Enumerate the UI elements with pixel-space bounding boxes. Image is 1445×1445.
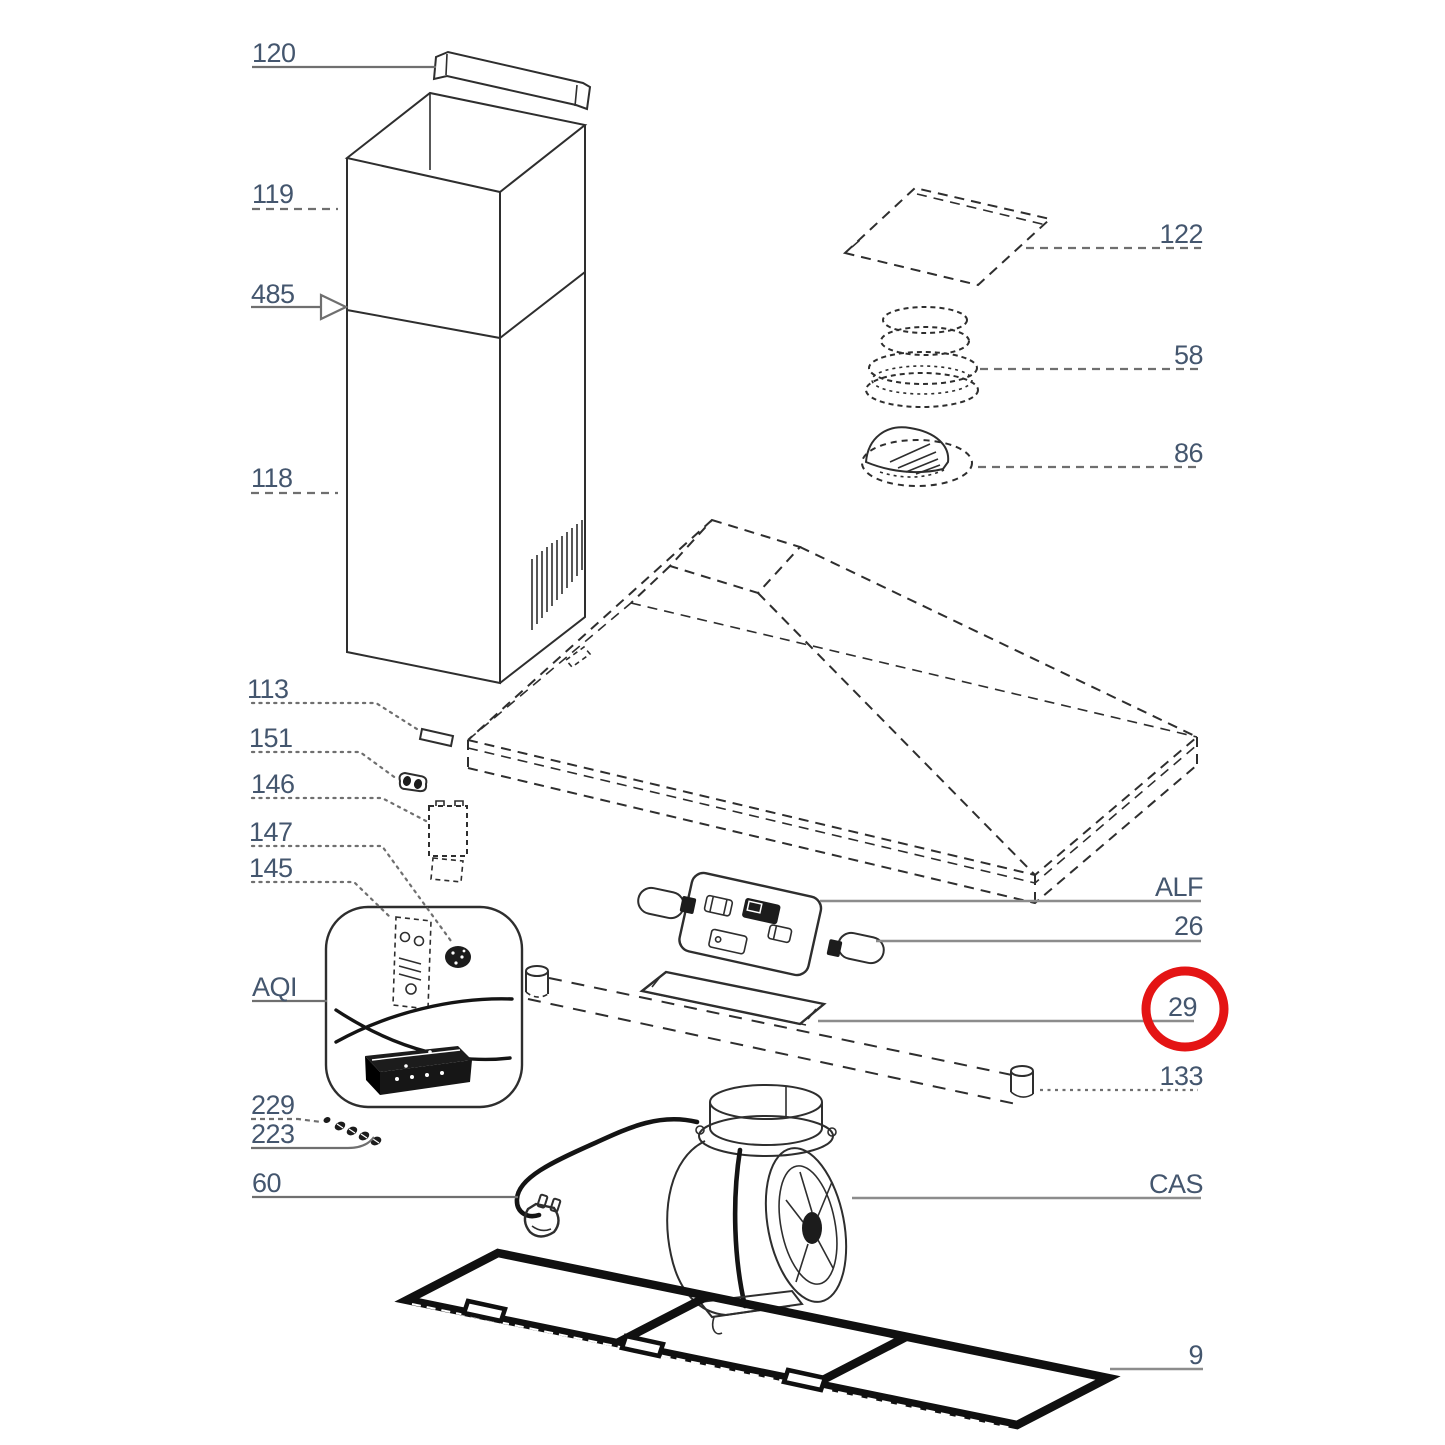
part-lamp-holder xyxy=(398,771,428,793)
part-top-cover-plate xyxy=(842,186,1053,287)
highlight-circle-29 xyxy=(1141,966,1229,1052)
callout-26: 26 xyxy=(1174,911,1203,941)
callout-cas: CAS xyxy=(1149,1169,1203,1199)
callout-133: 133 xyxy=(1159,1061,1203,1091)
part-screw-set xyxy=(323,1117,382,1146)
callout-485: 485 xyxy=(251,279,295,309)
leader-147 xyxy=(250,844,453,943)
part-chimney-lower-section xyxy=(346,272,586,685)
part-control-panel xyxy=(678,871,823,977)
callout-119: 119 xyxy=(252,179,294,209)
part-chimney-upper-section xyxy=(344,91,588,340)
part-hood-canopy xyxy=(467,518,1198,905)
callout-113: 113 xyxy=(247,674,289,704)
leader-145 xyxy=(250,880,394,921)
leader-146 xyxy=(250,796,428,823)
leader-223 xyxy=(251,1136,375,1150)
part-electronics-kit-box xyxy=(324,905,524,1109)
motor-cable-run xyxy=(732,1147,748,1309)
part-control-board xyxy=(392,916,432,1010)
part-control-knob-left xyxy=(637,886,697,920)
callout-147: 147 xyxy=(249,817,293,847)
callout-60: 60 xyxy=(252,1168,281,1198)
part-cable-grommet xyxy=(445,946,471,968)
callout-aqi: AQI xyxy=(252,972,297,1002)
callout-151: 151 xyxy=(249,723,293,753)
part-control-knob-right xyxy=(826,931,885,965)
leader-485-arrowhead xyxy=(319,293,349,321)
callout-122: 122 xyxy=(1159,219,1203,249)
part-support-bar xyxy=(525,965,1034,1105)
callout-9: 9 xyxy=(1188,1340,1203,1370)
part-duct-reducer-ring xyxy=(865,306,979,408)
callout-223: 223 xyxy=(251,1119,295,1149)
callout-120: 120 xyxy=(252,38,296,68)
callout-58: 58 xyxy=(1174,340,1203,370)
part-capacitor-box xyxy=(428,800,468,883)
part-top-mounting-bracket xyxy=(432,50,592,111)
part-led-control-box xyxy=(365,1046,472,1095)
callout-alf: ALF xyxy=(1155,872,1203,902)
leader-229 xyxy=(251,1117,322,1124)
part-non-return-valve xyxy=(861,426,973,487)
callout-229: 229 xyxy=(251,1090,295,1120)
part-motor-blower-assembly xyxy=(666,1084,848,1335)
callout-145: 145 xyxy=(249,853,293,883)
leader-151 xyxy=(250,750,399,781)
callout-146: 146 xyxy=(251,769,295,799)
part-grease-filter-frame xyxy=(394,1248,1121,1430)
part-small-plate-strip xyxy=(418,727,455,748)
callout-labels: 120 119 485 118 113 151 146 147 145 AQI … xyxy=(247,38,1204,1370)
callout-86: 86 xyxy=(1174,438,1203,468)
leader-lines xyxy=(250,65,1203,1371)
callout-29: 29 xyxy=(1168,992,1197,1022)
vent-slats xyxy=(531,520,583,630)
part-light-cover-strip xyxy=(639,970,827,1026)
part-power-cord-with-plug xyxy=(514,1116,700,1238)
callout-118: 118 xyxy=(251,463,293,493)
